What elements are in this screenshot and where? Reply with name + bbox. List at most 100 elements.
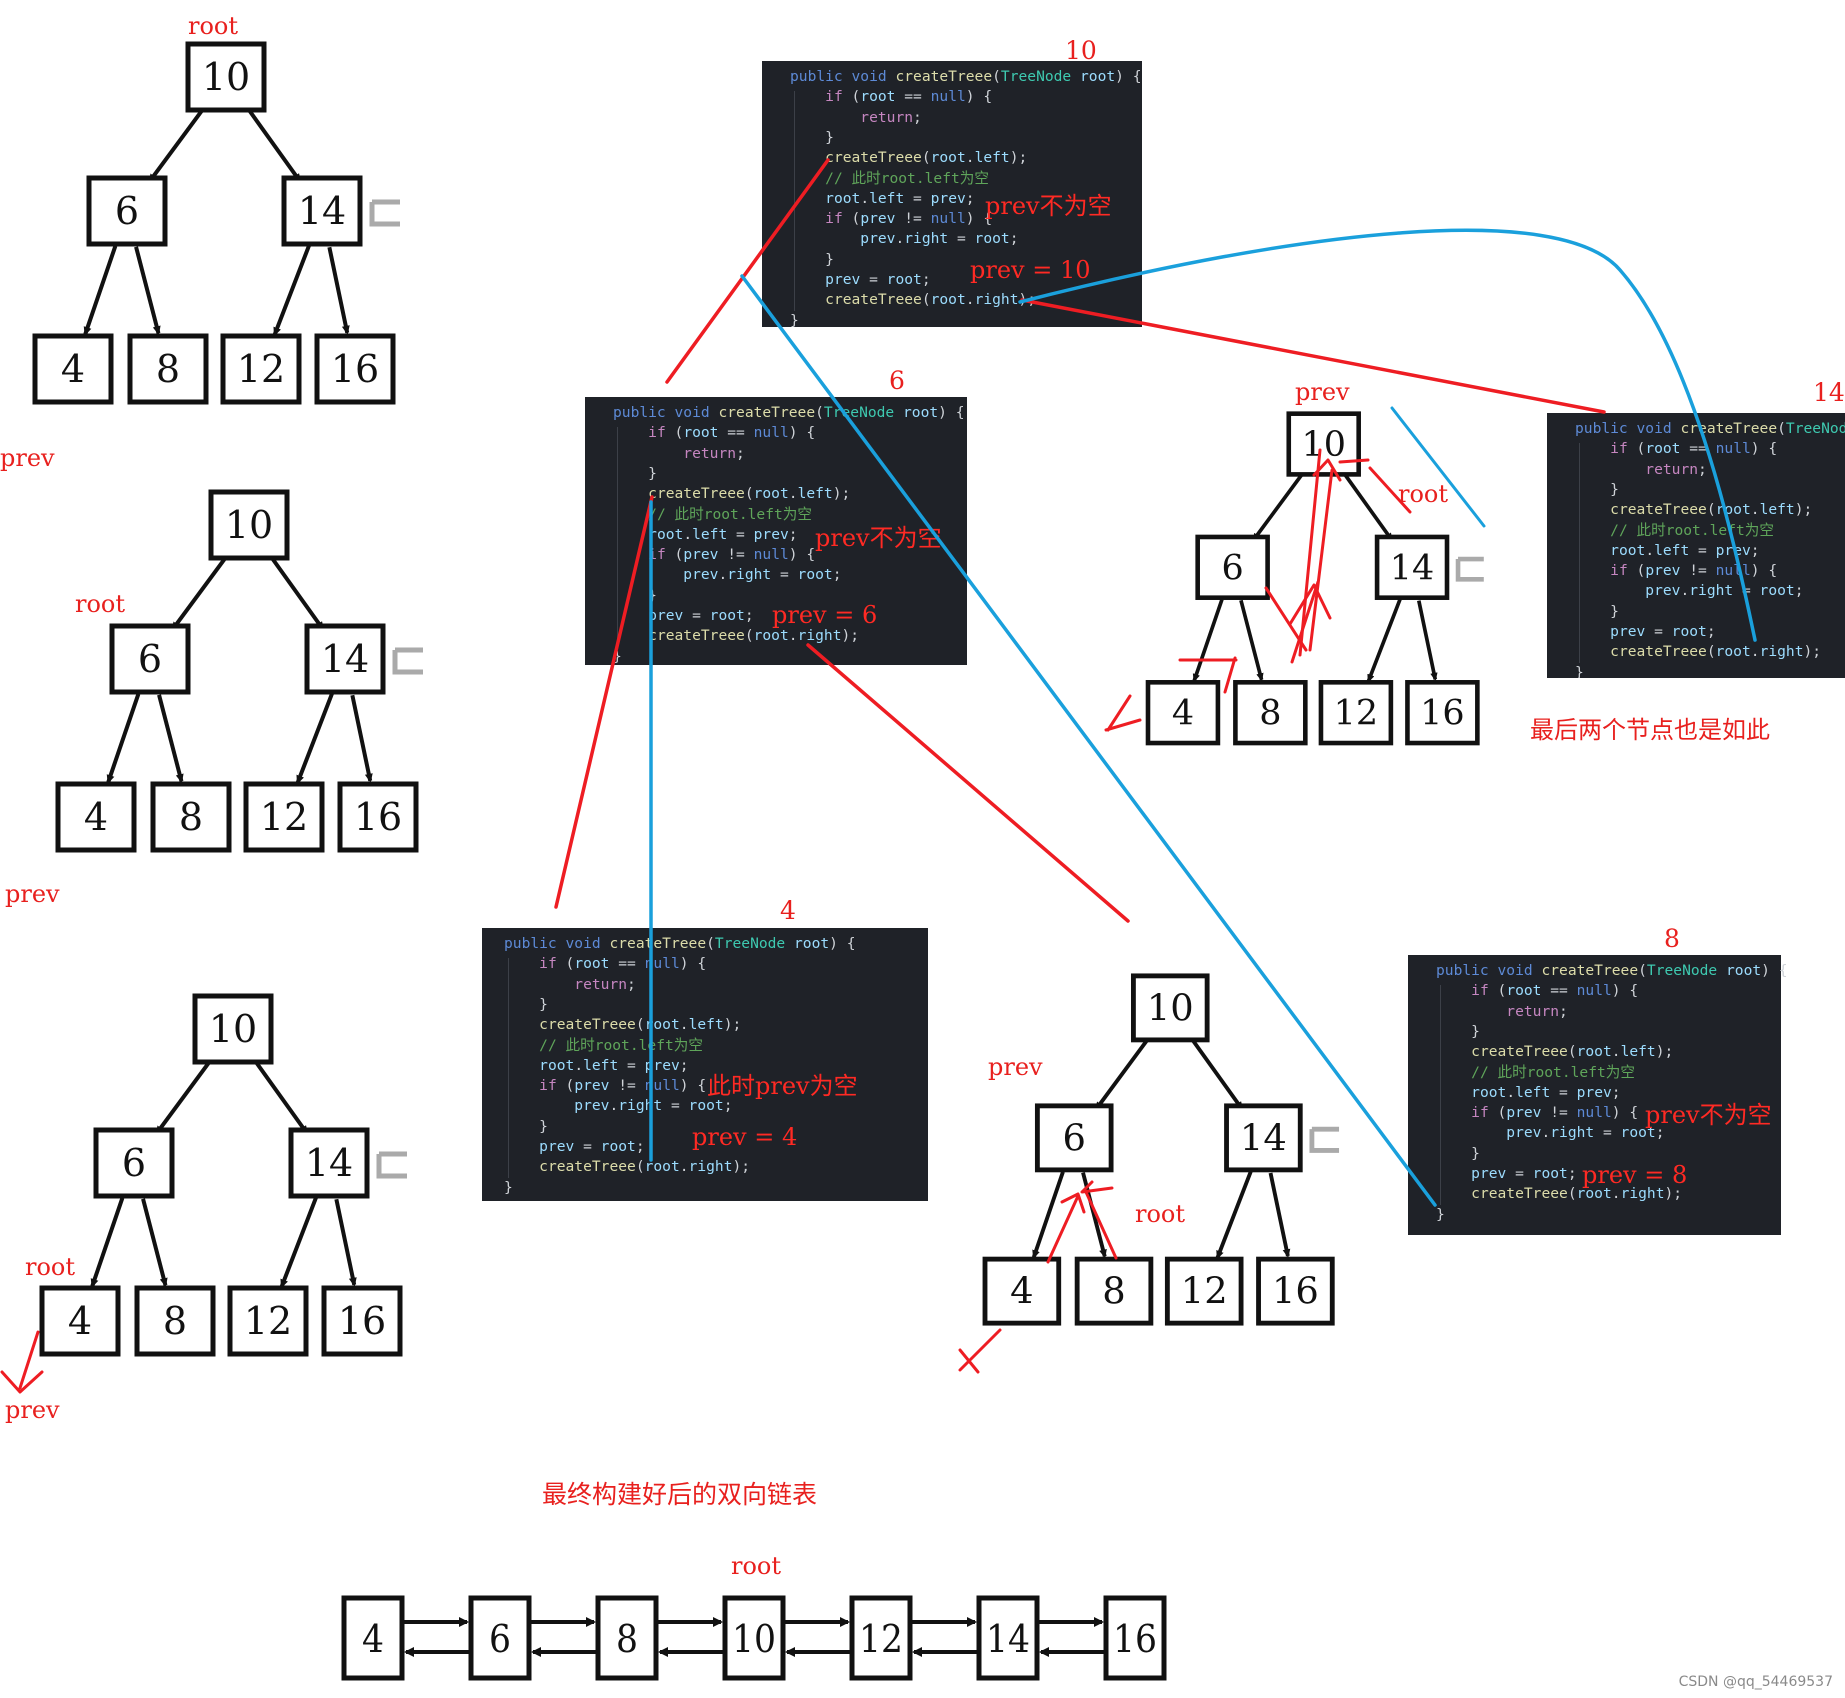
tree-node-value: 4 xyxy=(61,347,85,391)
tree-node: 12 xyxy=(243,781,325,853)
tree-edge xyxy=(1031,1171,1065,1257)
tree-node: 4 xyxy=(982,1256,1062,1326)
tree-node: 10 xyxy=(1130,973,1210,1043)
tree-edge xyxy=(141,1198,165,1285)
code-frame-4: public void createTreee(TreeNode root) {… xyxy=(482,928,928,1201)
frame-6-note-1: prev不为空 xyxy=(815,524,942,552)
code-line: createTreee(root.left); xyxy=(648,485,851,503)
list-node: 16 xyxy=(1103,1595,1167,1681)
code-line: } xyxy=(613,464,657,482)
code-line: prev = root; xyxy=(1610,623,1716,640)
code-line: // 此时root.left为空 xyxy=(648,505,812,523)
tree-node: 8 xyxy=(1233,680,1308,746)
code-line: return; xyxy=(683,444,745,462)
tree-node-value: 6 xyxy=(1063,1116,1086,1159)
code-line: return; xyxy=(574,975,636,993)
code-line: createTreee(root.left); xyxy=(825,149,1028,167)
list-node-value: 8 xyxy=(616,1617,638,1661)
tag-mark xyxy=(392,647,423,675)
code-line: createTreee(root.left); xyxy=(539,1016,742,1034)
tree-node: 6 xyxy=(109,623,191,695)
frame-4-note-1: 此时prev为空 xyxy=(707,1072,858,1100)
tree-node-value: 14 xyxy=(321,637,369,681)
tree-node-value: 16 xyxy=(1272,1270,1319,1313)
tree-edge xyxy=(1239,599,1262,679)
code-line: if (root == null) { xyxy=(539,955,707,973)
tree-edge xyxy=(1341,470,1394,540)
tag-mark xyxy=(369,199,400,227)
code-line: createTreee(root.right); xyxy=(648,627,860,645)
last-two-note: 最后两个节点也是如此 xyxy=(1530,716,1770,744)
frame-10-note-1: prev不为空 xyxy=(985,192,1112,220)
tree-edge xyxy=(295,692,334,783)
tree-node: 6 xyxy=(1034,1103,1114,1173)
code-line: root.left = prev; xyxy=(1471,1083,1621,1101)
code-line: public void createTreee(TreeNode root) { xyxy=(1436,962,1788,979)
tree-node: 6 xyxy=(1195,534,1270,600)
tree-node-value: 8 xyxy=(1259,694,1281,734)
tree-node: 14 xyxy=(1374,534,1450,600)
code-line: } xyxy=(613,647,622,665)
tree-node-value: 10 xyxy=(202,55,250,99)
code-line: public void createTreee(TreeNode root) { xyxy=(1575,420,1845,437)
tree-node-value: 8 xyxy=(1102,1270,1125,1313)
tree-node-value: 12 xyxy=(1181,1270,1228,1313)
tree-node: 14 xyxy=(304,623,386,695)
tree-edge xyxy=(252,1058,309,1133)
code-frame-8: public void createTreee(TreeNode root) {… xyxy=(1408,955,1788,1235)
tree-node-value: 16 xyxy=(338,1299,386,1343)
tree-node: 14 xyxy=(1224,1103,1303,1173)
root-label-5: root xyxy=(1135,1200,1186,1228)
prev-label-3: prev xyxy=(5,1396,60,1424)
indent-guide xyxy=(508,958,509,1178)
code-line: // 此时root.left为空 xyxy=(539,1036,703,1054)
code-line: } xyxy=(1436,1144,1480,1162)
code-line: createTreee(root.right); xyxy=(539,1158,751,1176)
tree-node-value: 4 xyxy=(1172,694,1194,734)
tree-node: 8 xyxy=(150,781,232,853)
code-line: // 此时root.left为空 xyxy=(1471,1063,1635,1081)
root-label-1: root xyxy=(188,12,239,40)
frame-8-note-1: prev不为空 xyxy=(1645,1101,1772,1129)
code-line: public void createTreee(TreeNode root) { xyxy=(613,404,965,421)
tree-node-value: 10 xyxy=(1147,987,1194,1030)
tree-node: 12 xyxy=(220,333,302,405)
tree-edge xyxy=(327,246,347,333)
frame-8-note-2: prev = 8 xyxy=(1582,1161,1688,1189)
tree-edge xyxy=(106,693,141,782)
code-line: } xyxy=(504,1117,548,1135)
code-line: } xyxy=(504,1178,513,1196)
tree-edge xyxy=(268,554,325,629)
tree-edge xyxy=(334,1198,354,1285)
tree-node-value: 14 xyxy=(298,189,346,233)
code-line: } xyxy=(1575,602,1619,620)
code-line: root.left = prev; xyxy=(1610,541,1760,559)
tree-node: 4 xyxy=(1145,680,1221,746)
arrow-prev xyxy=(1104,694,1142,732)
tree-node: 10 xyxy=(192,993,274,1065)
code-line: } xyxy=(1575,663,1584,678)
arrow-prev xyxy=(0,1330,44,1394)
frame-number-8: 8 xyxy=(1664,924,1680,953)
tree-node-value: 12 xyxy=(260,795,308,839)
tree-node: 4 xyxy=(55,781,137,853)
list-node: 10 xyxy=(722,1595,786,1681)
tree-edge xyxy=(1094,1035,1152,1109)
indent-guide xyxy=(794,91,795,311)
tag-mark xyxy=(376,1151,407,1179)
root-label-4: root xyxy=(1398,480,1449,508)
tree-edge xyxy=(90,1197,125,1286)
root-label-3: root xyxy=(25,1253,76,1281)
tree-edge xyxy=(157,694,181,781)
list-node: 8 xyxy=(595,1595,659,1681)
prev-label-5: prev xyxy=(988,1053,1043,1081)
code-line: root.left = prev; xyxy=(539,1056,689,1074)
tree-node: 6 xyxy=(93,1127,175,1199)
list-node-value: 6 xyxy=(489,1617,511,1661)
tree-node: 12 xyxy=(1318,680,1394,746)
tree-node: 10 xyxy=(1286,411,1361,477)
tree-node-value: 8 xyxy=(156,347,180,391)
